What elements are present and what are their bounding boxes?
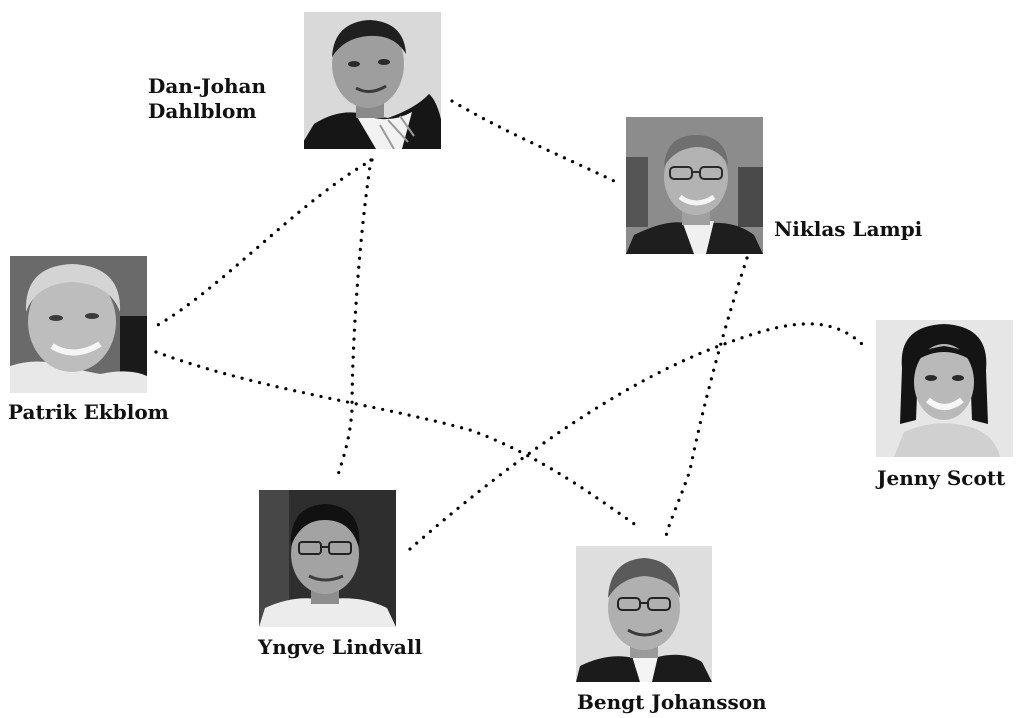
name-label-jenny: Jenny Scott	[877, 466, 1005, 491]
name-line: Patrik Ekblom	[8, 400, 169, 424]
portrait-photo-bengt	[576, 546, 712, 682]
portrait-photo-patrik	[10, 256, 147, 393]
name-label-patrik: Patrik Ekblom	[8, 400, 169, 425]
portrait-photo-jenny	[876, 320, 1013, 457]
link-yngve-jenny	[408, 322, 864, 551]
name-line: Yngve Lindvall	[258, 635, 423, 659]
name-label-niklas: Niklas Lampi	[774, 217, 922, 242]
name-label-dan-johan: Dan-Johan Dahlblom	[148, 74, 266, 124]
portrait-photo-yngve	[259, 490, 396, 627]
name-line: Niklas Lampi	[774, 217, 923, 241]
name-label-yngve: Yngve Lindvall	[258, 635, 422, 660]
name-second-line: Dahlblom	[148, 99, 257, 123]
link-dan-johan-patrik	[154, 158, 374, 328]
name-first-line: Dan-Johan	[148, 74, 266, 98]
link-dan-johan-niklas	[450, 99, 616, 183]
link-niklas-bengt	[664, 256, 749, 538]
name-label-bengt: Bengt Johansson	[577, 690, 767, 715]
link-patrik-bengt	[154, 350, 642, 530]
name-line: Jenny Scott	[877, 466, 1006, 490]
portrait-photo-niklas	[626, 117, 763, 254]
name-line: Bengt Johansson	[577, 690, 767, 714]
link-dan-johan-yngve	[335, 158, 373, 480]
portrait-photo-dan-johan	[304, 12, 441, 149]
